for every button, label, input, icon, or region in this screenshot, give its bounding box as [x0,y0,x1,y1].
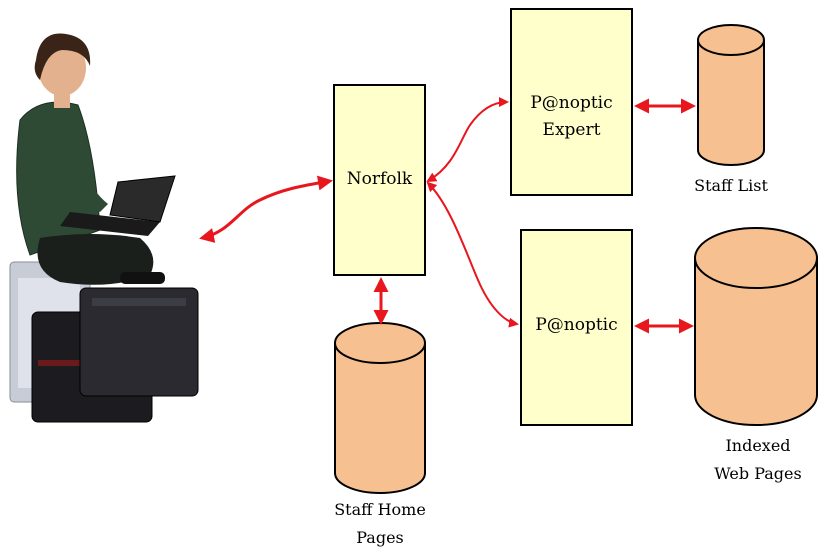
norfolk-label: Norfolk [346,169,413,189]
user-norfolk-arrow [199,175,333,243]
user-with-laptop-photo-icon [9,33,199,423]
indexed-web-pages-caption: Indexed Web Pages [700,432,816,488]
panoptic-expert-label-line1: P@noptic [530,93,613,113]
norfolk-box [333,84,426,276]
panoptic-box [520,229,633,426]
staff-list-caption: Staff List [694,176,768,195]
staff-list-cylinder [697,24,765,166]
panoptic-expert-label: P@noptic Expert [511,90,632,144]
staff-home-pages-caption: Staff Home Pages [320,496,440,552]
indexed-web-pages-caption-line2: Web Pages [714,464,802,483]
indexed-web-pages-cylinder [694,227,818,426]
indexed-web-pages-caption-line1: Indexed [725,436,791,455]
staff-home-pages-cylinder [334,322,426,494]
staff-home-pages-caption-line1: Staff Home [334,500,426,519]
staff-home-pages-caption-line2: Pages [356,528,404,547]
norfolk-panoptic-arrow [426,181,519,328]
panoptic-label: P@noptic [535,315,618,335]
norfolk-expert-arrow [426,97,509,183]
panoptic-expert-label-line2: Expert [542,120,601,140]
panoptic-expert-box [510,8,633,196]
